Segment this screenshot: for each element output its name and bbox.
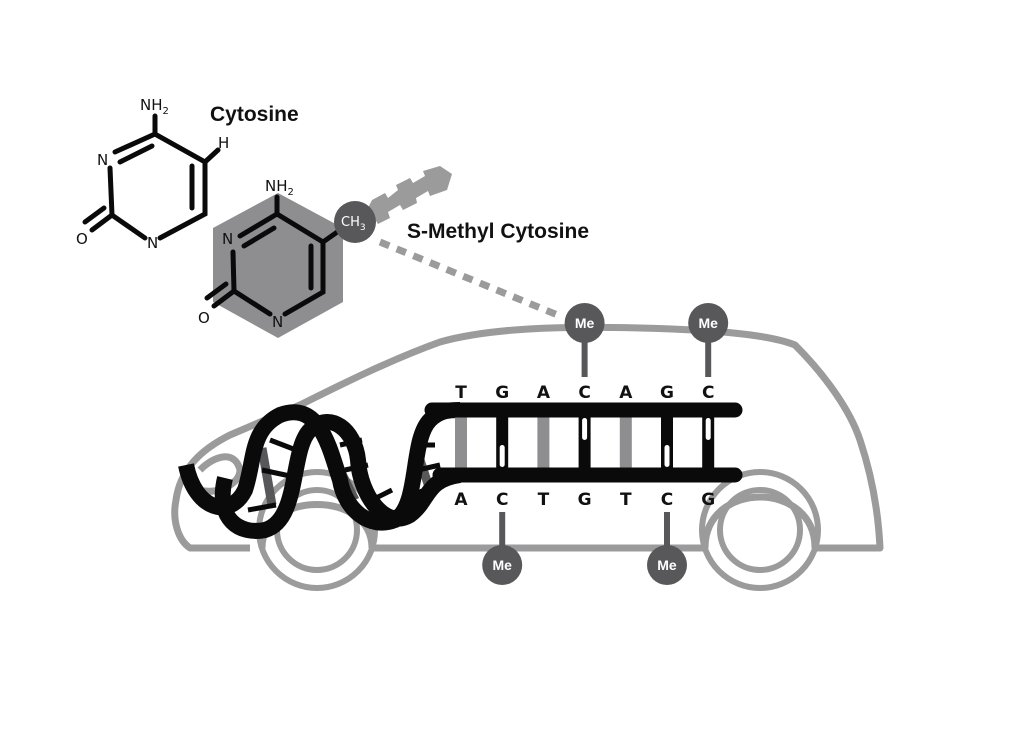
top-base-a: A <box>537 383 551 403</box>
nitrogen-label: N <box>222 230 233 248</box>
base-pair <box>661 412 673 474</box>
bottom-base-t: T <box>538 490 550 510</box>
top-base-c: C <box>702 383 714 403</box>
methyl-group-circle <box>334 201 376 243</box>
methyl-label: Me <box>657 557 677 573</box>
methyl-marker <box>688 303 729 343</box>
nh2-label: NH2 <box>140 96 169 117</box>
top-base-t: T <box>455 383 467 403</box>
nitrogen-label: N <box>97 151 108 169</box>
methyl-label: Me <box>492 557 512 573</box>
top-base-g: G <box>660 383 674 403</box>
methyl-label: Me <box>575 315 595 331</box>
methyl-arrow <box>368 166 452 224</box>
methyl-marker <box>482 545 523 585</box>
ch3-label: CH3 <box>341 215 366 233</box>
hydrogen-label: H <box>218 134 229 152</box>
methyl-cytosine-molecule <box>204 194 346 317</box>
methyl-marker <box>564 303 605 343</box>
oxygen-label: O <box>76 230 88 248</box>
methyl-dashed-link <box>378 238 562 320</box>
base-pair <box>537 412 550 474</box>
base-pair-notch <box>664 445 670 467</box>
nitrogen-label: N <box>147 234 158 252</box>
methyl-marker <box>647 545 687 585</box>
cytosine-molecule <box>82 113 221 241</box>
cytosine-title: Cytosine <box>210 103 299 126</box>
top-base-c: C <box>578 383 590 403</box>
base-pair-notch <box>705 418 711 440</box>
top-base-a: A <box>619 383 633 403</box>
nitrogen-label: N <box>272 313 283 331</box>
base-pair <box>702 412 715 474</box>
base-pair <box>619 412 632 474</box>
rear-hub <box>717 487 803 573</box>
bottom-base-a: A <box>454 490 468 510</box>
bottom-base-c: C <box>661 490 673 510</box>
methyl-cytosine-title: S-Methyl Cytosine <box>407 220 589 243</box>
bottom-base-g: G <box>578 490 592 510</box>
rear-wheel <box>699 469 821 591</box>
bottom-base-g: G <box>701 490 715 510</box>
oxygen-label: O <box>198 309 210 327</box>
methyl-label: Me <box>698 315 718 331</box>
bottom-base-c: C <box>496 490 508 510</box>
base-pair <box>496 412 509 474</box>
base-pair <box>578 412 591 474</box>
top-base-g: G <box>495 383 509 403</box>
nh2-label: NH2 <box>265 177 294 198</box>
dna-helix <box>178 402 462 539</box>
base-pair-notch <box>582 418 588 440</box>
bottom-base-t: T <box>620 490 632 510</box>
base-pair-notch <box>499 445 505 467</box>
base-pair <box>455 412 467 474</box>
